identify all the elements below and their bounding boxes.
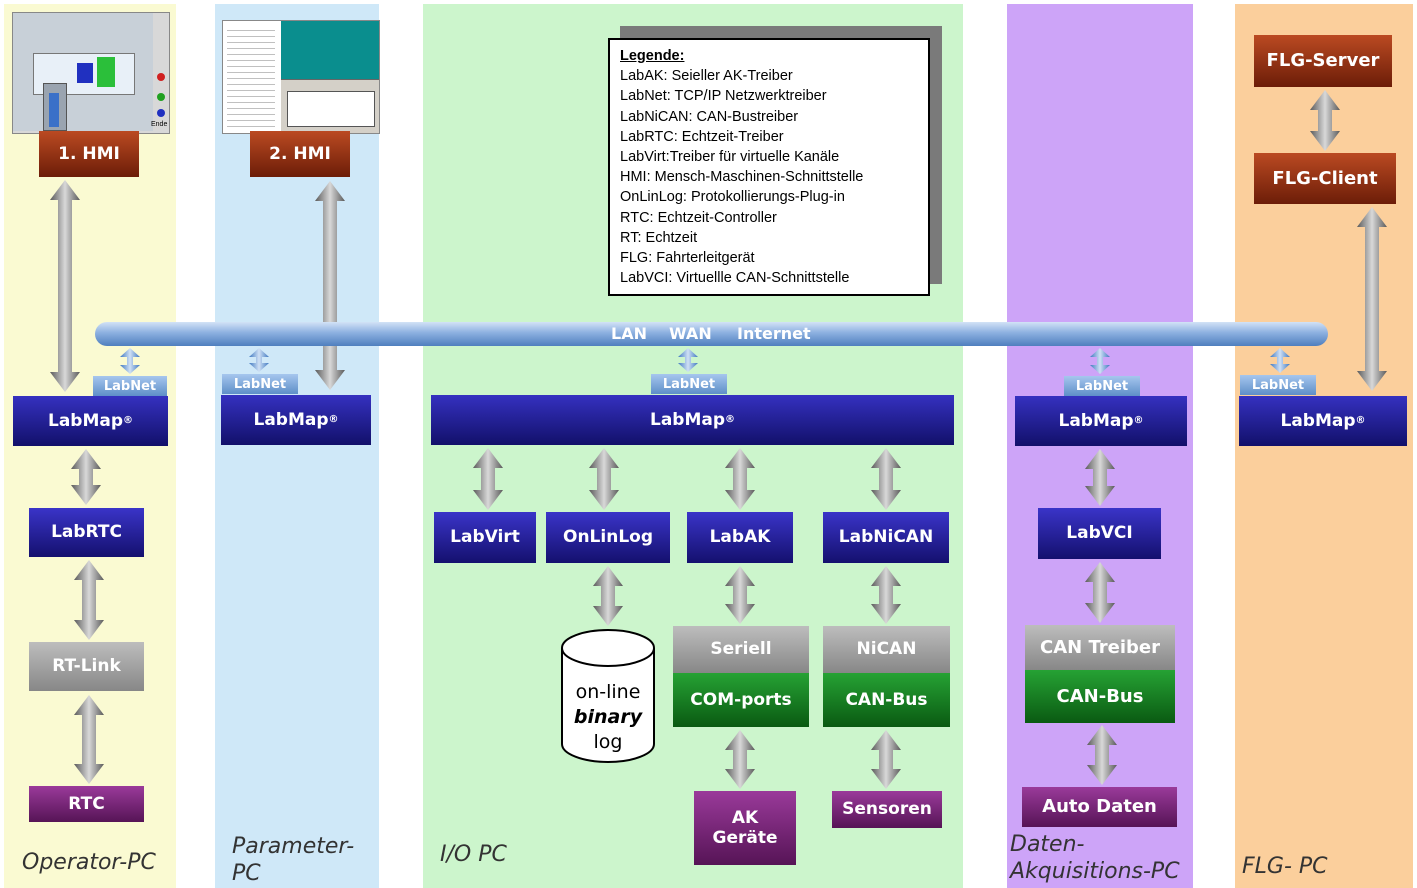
lan-label: LAN [611, 324, 647, 343]
legend-item: LabAK: Seieller AK-Treiber [620, 68, 793, 85]
rt-link-box: RT-Link [29, 642, 144, 691]
binary-log-label: on-line binary log [558, 680, 658, 755]
seriell-box: Seriell [673, 626, 809, 673]
column-daq-pc [1007, 4, 1193, 888]
legend-item: LabVirt:Treiber für virtuelle Kanäle [620, 149, 840, 166]
ak-geraete-line2: Geräte [712, 828, 778, 848]
labmap-daq: LabMap® [1015, 396, 1187, 446]
labvirt-box: LabVirt [434, 512, 536, 563]
legend-item: LabNet: TCP/IP Netzwerktreiber [620, 88, 827, 105]
labmap-label: LabMap [1280, 410, 1356, 431]
labmap-operator: LabMap® [13, 396, 168, 446]
labmap-parameter: LabMap® [221, 395, 371, 445]
log-line-3: log [593, 731, 623, 753]
hmi2-screenshot [222, 20, 380, 134]
ak-geraete-box: AK Geräte [694, 791, 796, 865]
can-bus-box: CAN-Bus [823, 673, 950, 727]
log-line-1: on-line [575, 681, 641, 703]
legend-item: RT: Echtzeit [620, 229, 698, 246]
labmap-io: LabMap® [431, 395, 954, 445]
hmi-2-box: 2. HMI [250, 131, 350, 177]
labrtc-box: LabRTC [29, 508, 144, 557]
sensoren-box: Sensoren [832, 791, 942, 828]
registered-mark: ® [123, 415, 134, 426]
legend-title: Legende: [620, 48, 685, 64]
registered-mark: ® [1133, 415, 1144, 426]
labnet-io: LabNet [651, 374, 727, 394]
log-line-2: binary [573, 706, 643, 728]
network-bus [95, 322, 1328, 346]
legend-item: LabRTC: Echtzeit-Treiber [620, 128, 784, 145]
labnet-flg: LabNet [1240, 375, 1316, 395]
labmap-label: LabMap [1058, 410, 1134, 431]
registered-mark: ® [328, 414, 339, 425]
column-label-operator: Operator-PC [22, 850, 156, 875]
binary-log-cylinder-icon [561, 629, 655, 763]
labmap-label: LabMap [649, 409, 726, 430]
column-label-flg: FLG- PC [1242, 854, 1328, 879]
ak-geraete-line1: AK [731, 807, 759, 828]
wan-label: WAN [669, 324, 712, 343]
registered-mark: ® [725, 414, 736, 425]
rtc-box: RTC [29, 786, 144, 822]
onlinlog-box: OnLinLog [546, 512, 670, 563]
legend-item: HMI: Mensch-Maschinen-Schnittstelle [620, 169, 864, 186]
legend-item: OnLinLog: Protokollierungs-Plug-in [620, 189, 845, 206]
column-label-parameter: Parameter- PC [232, 834, 355, 886]
auto-daten-box: Auto Daten [1022, 787, 1177, 827]
legend-item: RTC: Echtzeit-Controller [620, 209, 777, 226]
labmap-label: LabMap [47, 410, 124, 431]
daq-can-bus-box: CAN-Bus [1025, 670, 1175, 723]
com-ports-box: COM-ports [673, 673, 809, 727]
legend-item: LabVCI: Virtuellle CAN-Schnittstelle [620, 270, 850, 287]
labnican-box: LabNiCAN [823, 512, 949, 563]
labak-box: LabAK [687, 512, 793, 563]
column-label-daq: Daten- Akquisitions-PC [1010, 832, 1180, 884]
hmi-1-box: 1. HMI [39, 131, 139, 177]
column-flg-pc [1235, 4, 1413, 888]
legend-item: LabNiCAN: CAN-Bustreiber [620, 108, 799, 125]
nican-box: NiCAN [823, 626, 950, 673]
screen-button-ende: Ende [151, 121, 168, 128]
hmi1-screenshot: Ende [12, 12, 170, 134]
labnet-operator: LabNet [93, 376, 167, 396]
internet-label: Internet [737, 324, 811, 343]
legend-item: FLG: Fahrterleitgerät [620, 250, 755, 267]
labnet-daq: LabNet [1064, 376, 1140, 396]
can-treiber-box: CAN Treiber [1025, 625, 1175, 670]
flg-server-box: FLG-Server [1254, 35, 1392, 87]
column-label-io: I/O PC [440, 842, 507, 867]
labnet-parameter: LabNet [222, 374, 298, 394]
registered-mark: ® [1355, 415, 1366, 426]
labmap-label: LabMap [253, 409, 329, 430]
flg-client-box: FLG-Client [1254, 153, 1396, 204]
labmap-flg: LabMap® [1239, 396, 1407, 446]
labvci-box: LabVCI [1038, 508, 1161, 559]
legend: Legende: LabAK: Seieller AK-Treiber LabN… [608, 38, 930, 296]
